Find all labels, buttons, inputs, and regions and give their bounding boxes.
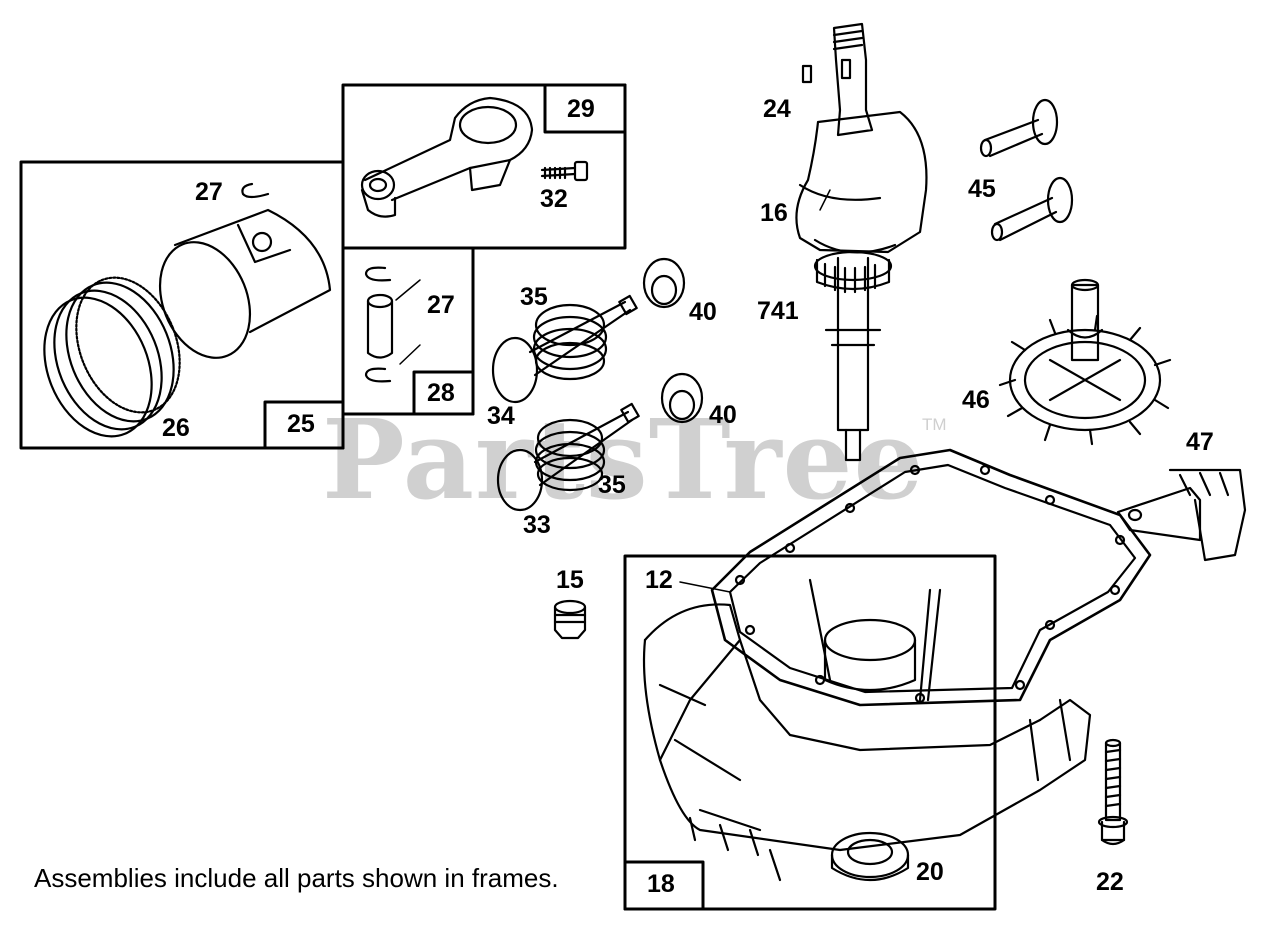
callout-46: 46	[962, 386, 990, 414]
callout-20: 20	[916, 858, 944, 886]
callout-35-lower: 35	[598, 471, 626, 499]
callout-32: 32	[540, 185, 568, 213]
crank-gear-741	[813, 250, 893, 294]
leader-lines	[679, 189, 831, 593]
crankshaft	[795, 22, 928, 462]
cam-gear-46	[998, 278, 1172, 446]
callout-40-lower: 40	[709, 401, 737, 429]
sump-gasket-12	[710, 448, 1152, 707]
frame-label-25: 25	[287, 410, 315, 438]
governor-47	[1116, 468, 1247, 562]
frame-25	[19, 160, 345, 450]
frame-29	[341, 83, 627, 250]
callout-45: 45	[968, 175, 996, 203]
piston-pin	[366, 293, 394, 359]
callout-47: 47	[1186, 428, 1214, 456]
retaining-clip-top	[241, 182, 270, 199]
valve-spring-lower	[496, 402, 640, 512]
callout-22: 22	[1096, 868, 1124, 896]
oil-seal-20	[830, 831, 910, 882]
crank-key-24	[801, 64, 813, 84]
drain-plug-15	[553, 599, 587, 640]
trademark-mark: TM	[922, 415, 947, 434]
valve-spring-upper	[491, 294, 638, 404]
assemblies-note: Assemblies include all parts shown in fr…	[34, 863, 559, 893]
callout-40-upper: 40	[689, 298, 717, 326]
callout-24: 24	[763, 95, 791, 123]
rod-screw-32	[540, 160, 589, 182]
callout-35-upper: 35	[520, 283, 548, 311]
callout-16: 16	[760, 199, 788, 227]
bolt-22	[1097, 738, 1129, 846]
frame-label-29: 29	[567, 95, 595, 123]
frame-label-18: 18	[647, 870, 675, 898]
callout-26: 26	[162, 414, 190, 442]
callout-27-top: 27	[195, 178, 223, 206]
callout-741: 741	[757, 297, 799, 325]
callout-34: 34	[487, 402, 515, 430]
callout-15: 15	[556, 566, 584, 594]
frame-28	[341, 246, 475, 416]
callout-12: 12	[645, 566, 673, 594]
piston-rings	[43, 276, 181, 438]
watermark: PartsTree	[322, 395, 925, 524]
pin-clips	[364, 266, 421, 383]
frame-18	[623, 554, 997, 911]
valve-retainers-40	[642, 257, 704, 424]
callout-27-pin: 27	[427, 291, 455, 319]
tappets-45	[979, 98, 1074, 242]
connecting-rod	[360, 96, 534, 218]
sump-body-18	[642, 578, 1092, 882]
callout-33: 33	[523, 511, 551, 539]
piston	[158, 208, 332, 359]
frame-label-28: 28	[427, 379, 455, 407]
